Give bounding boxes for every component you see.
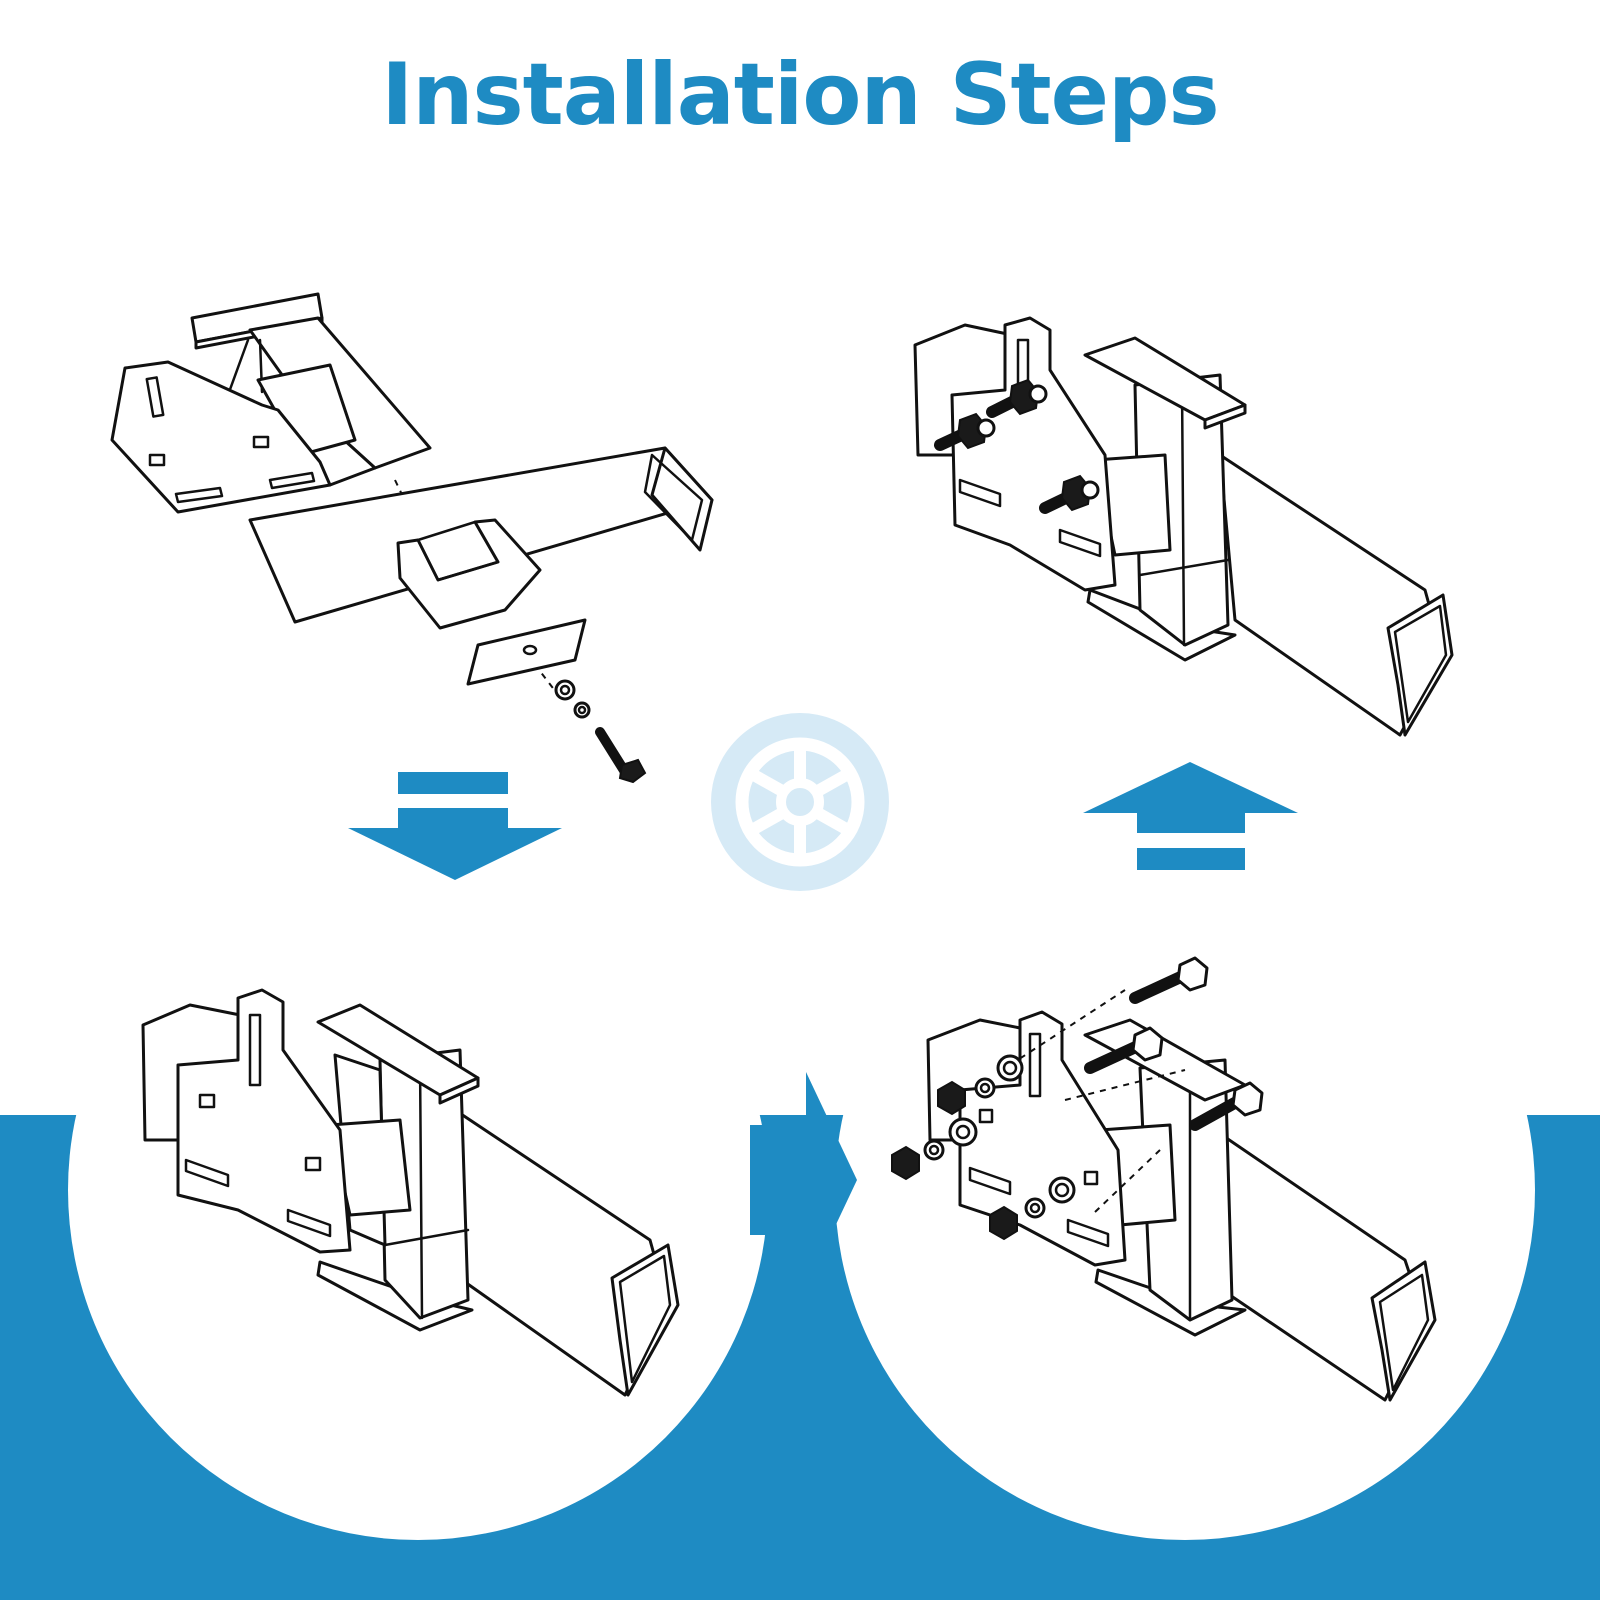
step-4-final-illustration	[913, 316, 1454, 737]
arrow-right-icon	[750, 1072, 857, 1288]
step-2-mounted-illustration	[141, 988, 680, 1397]
step-3-hardware-illustration	[891, 956, 1437, 1402]
page-title: Installation Steps	[381, 45, 1220, 145]
arrow-down-icon	[348, 772, 562, 880]
wheel-icon	[711, 713, 889, 891]
step-1-exploded-illustration	[110, 292, 714, 784]
arrow-up-icon	[1083, 762, 1298, 870]
